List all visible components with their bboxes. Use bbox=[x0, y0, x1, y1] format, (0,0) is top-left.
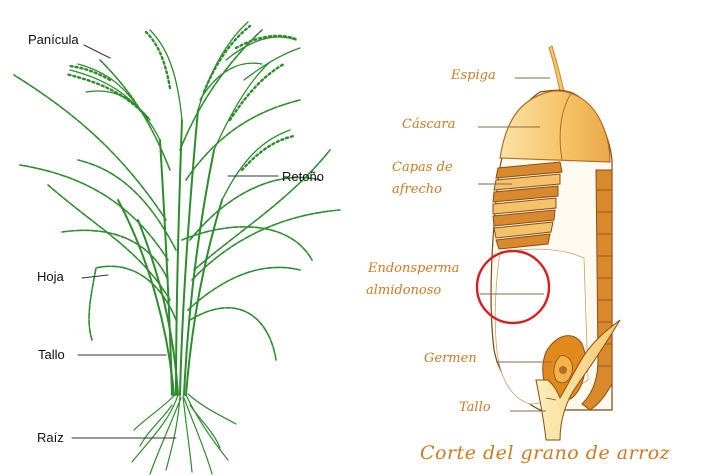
rice-plant-illustration bbox=[14, 22, 340, 474]
rice-grain-illustration bbox=[477, 46, 620, 440]
label-panicula: Panícula bbox=[28, 33, 79, 46]
plant-stems bbox=[118, 110, 222, 395]
label-hoja: Hoja bbox=[37, 270, 64, 283]
grain-awn bbox=[549, 46, 564, 92]
label-retono: Retoño bbox=[282, 170, 324, 183]
grain-caption: Corte del grano de arroz bbox=[420, 442, 670, 464]
label-germen: Germen bbox=[424, 352, 477, 367]
plant-leader-lines bbox=[72, 45, 278, 438]
label-capas-line2: afrecho bbox=[392, 183, 442, 198]
label-endosperma-line1: Endonsperma bbox=[368, 262, 459, 277]
label-endosperma-line2: almidonoso bbox=[366, 284, 441, 299]
label-cascara: Cáscara bbox=[402, 118, 455, 133]
label-espiga: Espiga bbox=[451, 69, 496, 84]
label-raiz: Raíz bbox=[37, 431, 64, 444]
plant-grain-dots bbox=[66, 26, 298, 170]
label-tallo-grain: Tallo bbox=[459, 401, 491, 416]
label-tallo-plant: Tallo bbox=[38, 348, 65, 361]
plant-roots bbox=[132, 394, 236, 474]
label-capas-line1: Capas de bbox=[392, 161, 453, 176]
